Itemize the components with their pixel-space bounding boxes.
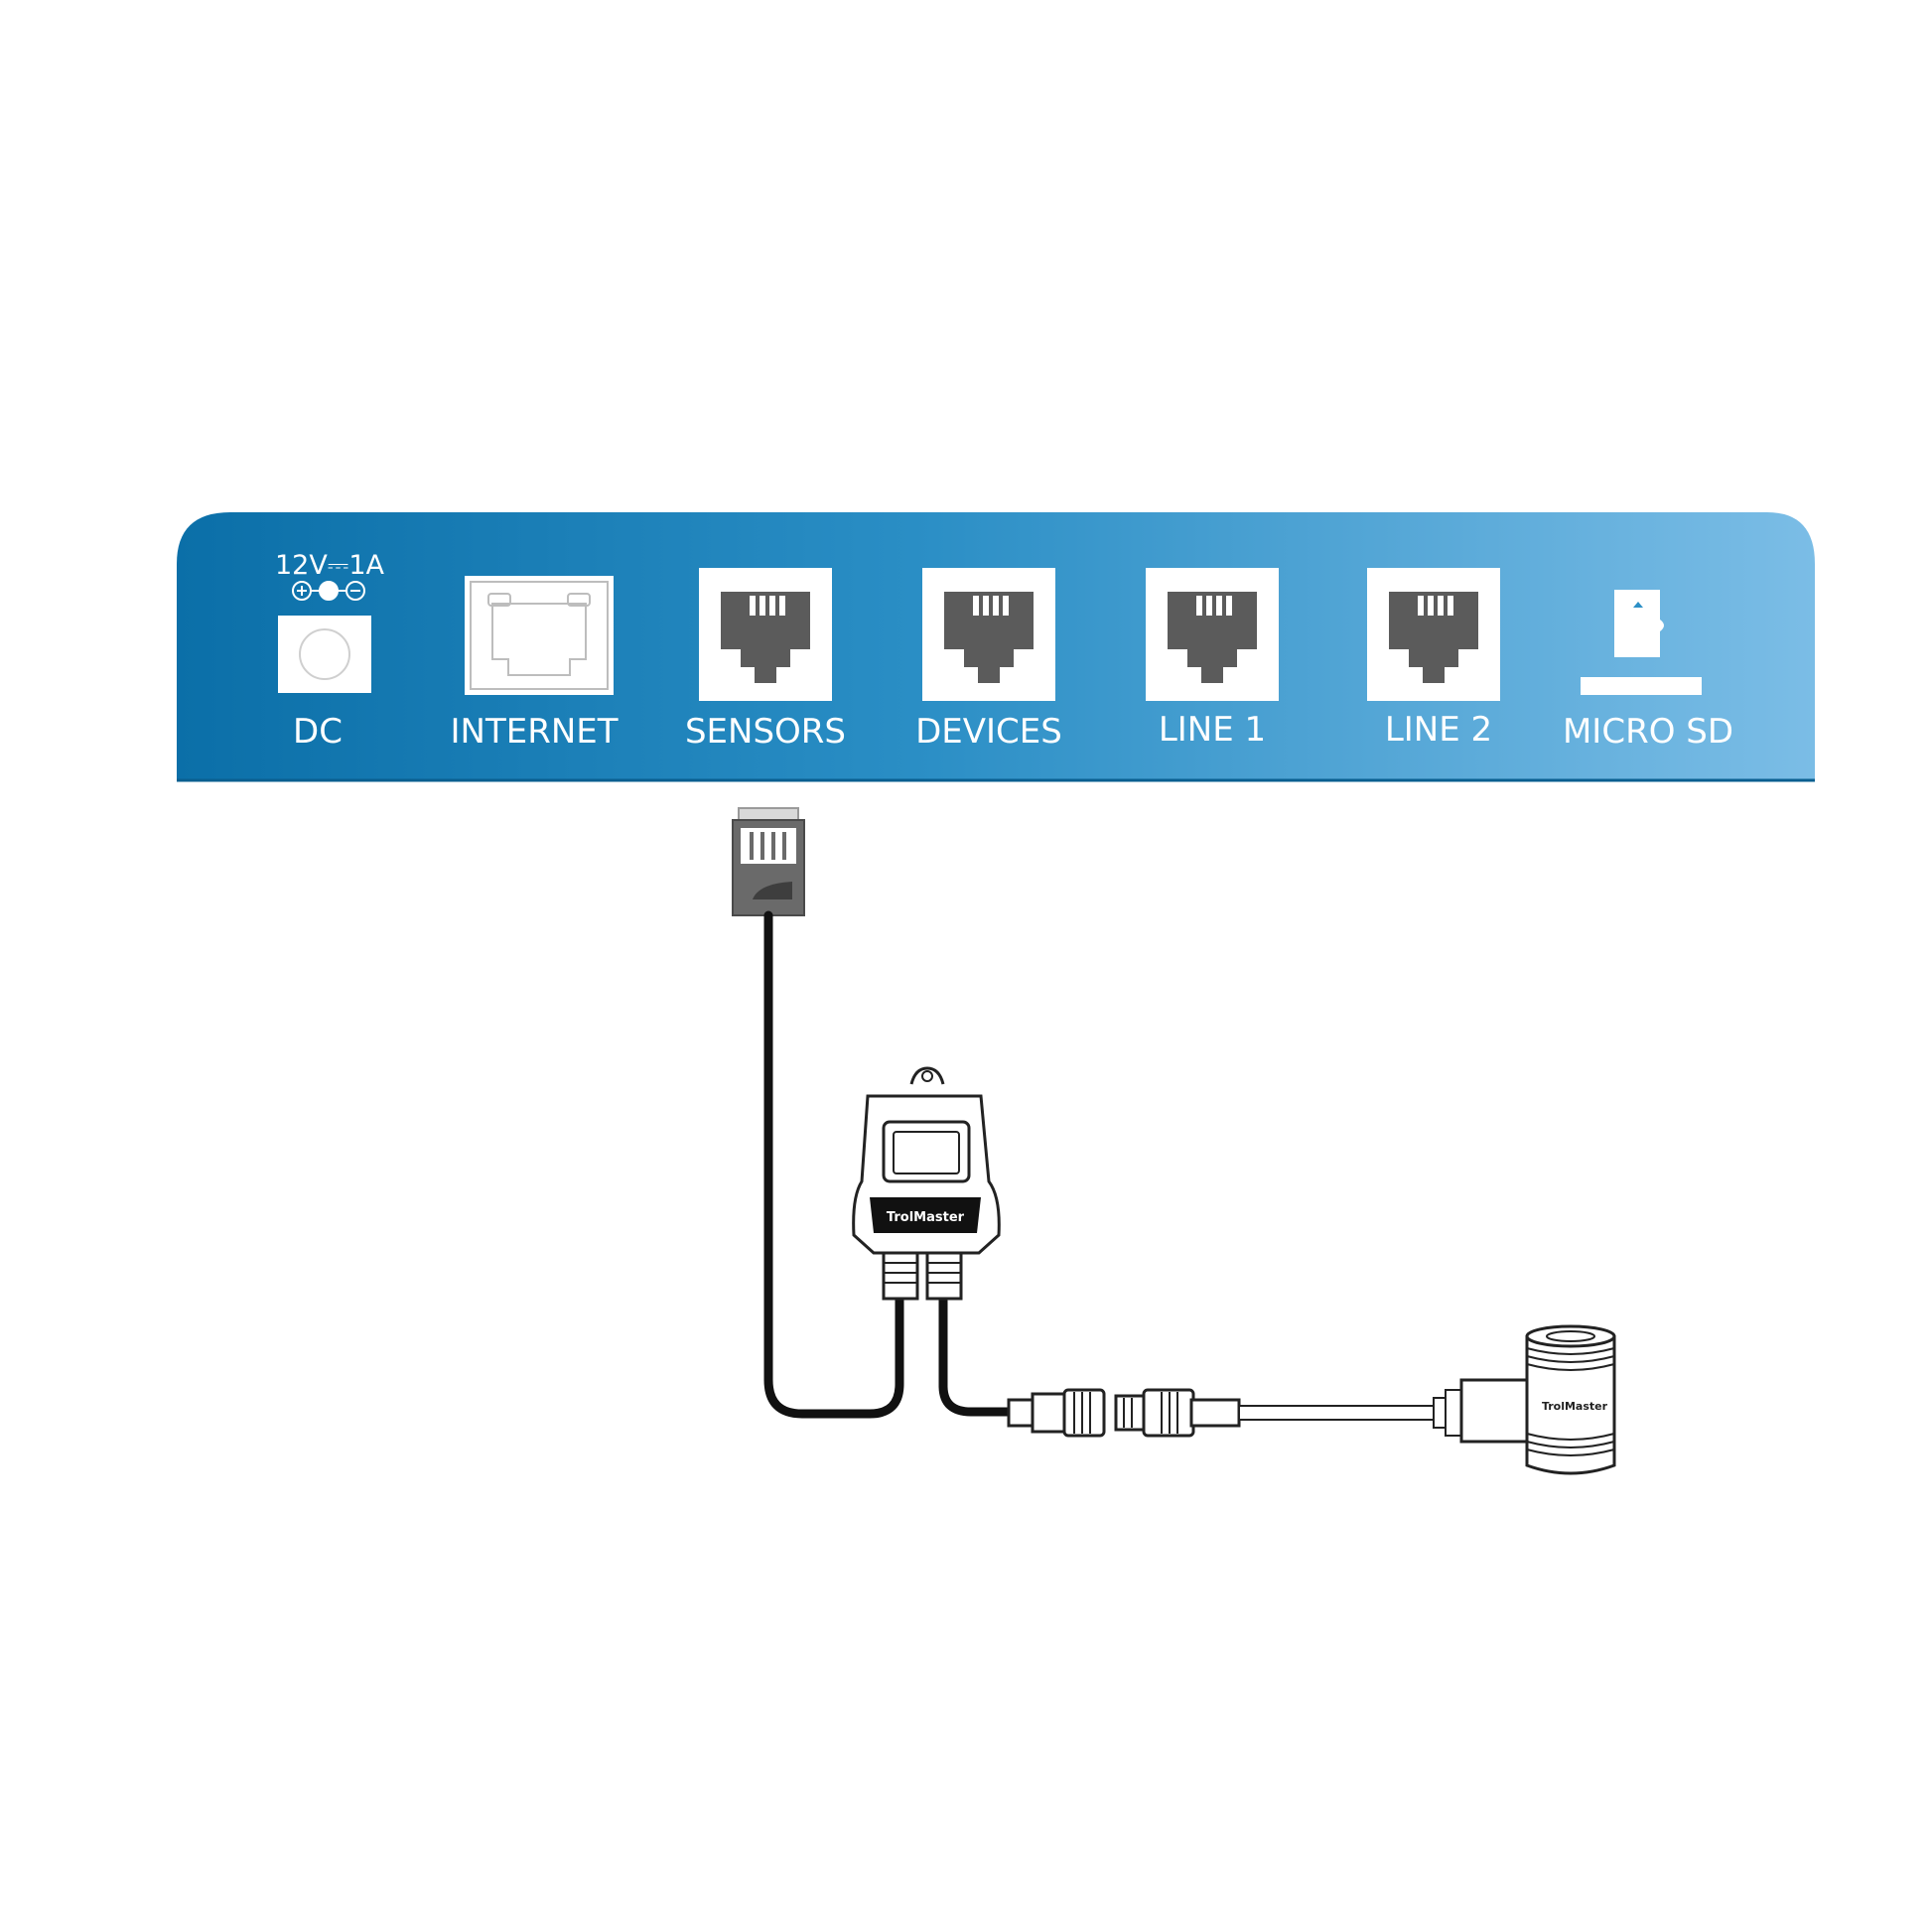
rj-port-icon — [1146, 568, 1279, 701]
rj-plug-icon — [732, 807, 805, 916]
cable-coupler-icon — [1007, 1388, 1241, 1438]
port-label-dc: DC — [293, 712, 343, 752]
port-line-2[interactable]: LINE 2 — [1367, 568, 1500, 750]
sensor-cable — [1238, 1405, 1439, 1421]
hub-brand: TrolMaster — [887, 1210, 965, 1225]
cables — [763, 910, 1018, 1419]
cable-to-controller — [763, 910, 904, 1419]
sensor-brand: TrolMaster — [1542, 1400, 1608, 1413]
dc-power-jack-icon — [278, 616, 371, 693]
port-label-devices: DEVICES — [915, 712, 1062, 752]
rj-port-icon — [922, 568, 1055, 701]
sensor-probe-icon: TrolMaster — [1433, 1324, 1616, 1475]
rj-port-icon — [1367, 568, 1500, 701]
port-sensors[interactable]: SENSORS — [685, 568, 846, 752]
micro-sd-icon — [1581, 590, 1702, 695]
port-label-micro-sd: MICRO SD — [1563, 712, 1733, 752]
polarity-icon — [292, 581, 365, 601]
port-label-internet: INTERNET — [450, 712, 618, 752]
port-devices[interactable]: DEVICES — [915, 568, 1062, 752]
port-label-line-1: LINE 1 — [1159, 710, 1266, 750]
controller-panel: 12V⎓1A DC — [177, 512, 1815, 782]
port-label-line-2: LINE 2 — [1385, 710, 1492, 750]
cable-to-sensor — [938, 1296, 1018, 1417]
sensor-hub-icon: TrolMaster — [852, 1066, 1001, 1301]
ethernet-port-icon — [465, 576, 614, 695]
power-rating: 12V⎓1A — [275, 550, 385, 581]
port-internet[interactable]: INTERNET — [450, 576, 619, 752]
port-label-sensors: SENSORS — [685, 712, 846, 752]
rj-port-icon — [699, 568, 832, 701]
port-micro-sd[interactable]: MICRO SD — [1563, 590, 1733, 752]
port-line-1[interactable]: LINE 1 — [1146, 568, 1279, 750]
port-dc[interactable]: 12V⎓1A DC — [275, 550, 385, 752]
